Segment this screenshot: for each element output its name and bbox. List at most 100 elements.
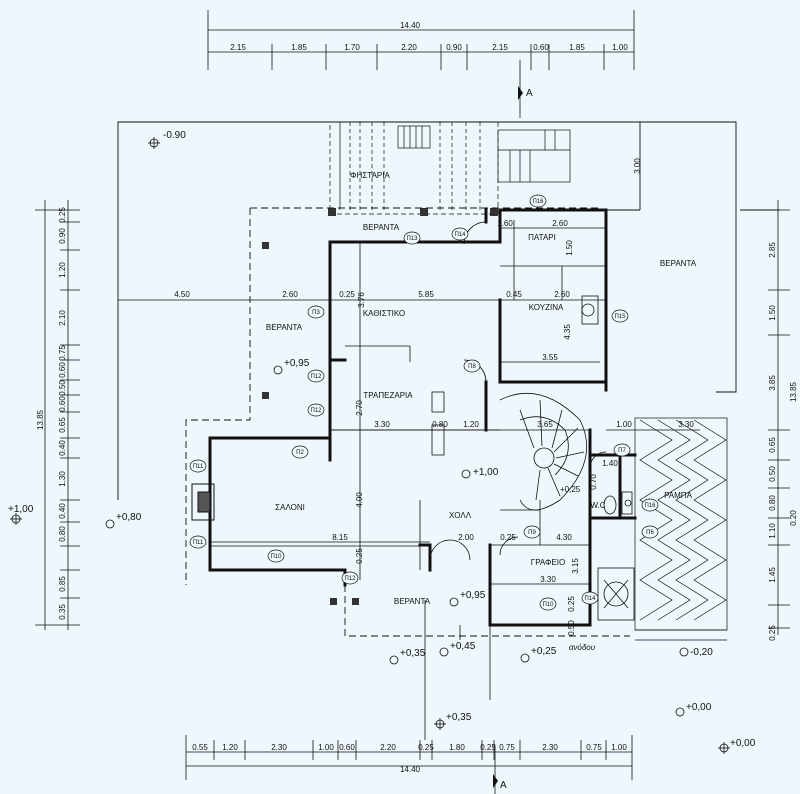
- section-marker-bottom: A: [493, 745, 507, 794]
- left-seg-dim: 0.60: [58, 396, 67, 412]
- interior-dim: 5.85: [418, 290, 434, 299]
- interior-dim: 3.30: [678, 420, 694, 429]
- bottom-seg-dim: 1.00: [318, 743, 334, 752]
- level-label: +0,00: [730, 738, 756, 749]
- right-seg-dim: 0.50: [768, 466, 777, 482]
- interior-dim: 0.80: [432, 420, 448, 429]
- interior-dim: 1.60: [497, 219, 513, 228]
- interior-dim: 3.15: [571, 558, 580, 574]
- left-seg-dim: 0.40: [58, 503, 67, 519]
- opening-tag: Π7: [618, 448, 626, 454]
- veranda-outline: [185, 207, 630, 637]
- level-label: +1,00: [8, 504, 34, 515]
- opening-tag: Π16: [644, 503, 656, 509]
- left-segment-labels: 0.25 0.90 1.20 2.10 0.75 0.60 0.50 0.60 …: [58, 207, 67, 620]
- top-total-dim: 14.40: [400, 21, 421, 30]
- left-total-dim: 13.85: [36, 409, 45, 430]
- room-veranta-front: ΒΕΡΑΝΤΑ: [394, 597, 431, 606]
- bottom-seg-dim: 2.20: [380, 743, 396, 752]
- right-segment-labels: 2.85 1.50 3.85 0.65 0.50 0.80 1.10 1.45 …: [768, 242, 798, 641]
- interior-dim: 3.30: [540, 575, 556, 584]
- opening-tags: [189, 194, 659, 611]
- room-labels: ΦΗΣΤΑΡΙΑ ΒΕΡΑΝΤΑ ΠΑΤΑΡΙ ΒΕΡΑΝΤΑ ΒΕΡΑΝΤΑ …: [266, 171, 697, 652]
- left-seg-dim: 0.75: [58, 345, 67, 361]
- interior-dim: 0.25: [500, 533, 516, 542]
- interior-dim: 4.30: [556, 533, 572, 542]
- interior-dim-lines: [118, 227, 700, 585]
- left-dimension-chain: [35, 200, 80, 630]
- top-seg-dim: 1.85: [569, 43, 585, 52]
- spiral-stair: [499, 393, 587, 511]
- fistaria-hatch: [329, 121, 571, 215]
- interior-dim: 4.00: [355, 492, 364, 508]
- opening-tag: Π8: [468, 364, 476, 370]
- interior-dim: 1.20: [463, 420, 479, 429]
- opening-tag: Π11: [193, 540, 204, 546]
- level-label: +0,35: [446, 712, 472, 723]
- level-label: +1,00: [473, 467, 499, 478]
- level-label: +0,95: [460, 590, 486, 601]
- bottom-seg-dim: 1.00: [611, 743, 627, 752]
- room-kouzina: ΚΟΥΖΙΝΑ: [529, 303, 564, 312]
- interior-dim: 3.30: [374, 420, 390, 429]
- interior-dim: 1.00: [616, 420, 632, 429]
- anodos-label: ανόδου: [569, 643, 596, 652]
- top-segment-labels: 2.15 1.85 1.70 2.20 0.90 2.15 0.60 1.85 …: [230, 43, 628, 52]
- interior-dim: 1.40: [602, 459, 618, 468]
- opening-tag: Π16: [532, 199, 544, 205]
- right-seg-dim: 0.25: [768, 625, 777, 641]
- interior-dim: 8.15: [332, 533, 348, 542]
- left-seg-dim: 1.20: [58, 262, 67, 278]
- top-seg-dim: 0.60: [533, 43, 549, 52]
- top-seg-dim: 1.00: [612, 43, 628, 52]
- left-seg-dim: 2.10: [58, 310, 67, 326]
- wc-fixtures: [581, 295, 633, 515]
- opening-tag: Π12: [310, 374, 322, 380]
- interior-dim: 2.60: [554, 290, 570, 299]
- level-label: +0,95: [284, 358, 310, 369]
- opening-tag: Π14: [584, 596, 596, 602]
- top-seg-dim: 0.90: [446, 43, 462, 52]
- bottom-seg-dim: 1.80: [449, 743, 465, 752]
- opening-tag: Π9: [528, 530, 536, 536]
- bottom-seg-dim: 0.75: [499, 743, 515, 752]
- bottom-seg-dim: 2.30: [271, 743, 287, 752]
- dining-furniture: [431, 391, 445, 456]
- right-seg-dim: 1.45: [768, 567, 777, 583]
- interior-dim: 4.35: [563, 324, 572, 340]
- bottom-seg-dim: 1.20: [222, 743, 238, 752]
- left-seg-dim: 0.40: [58, 440, 67, 456]
- room-veranta-left: ΒΕΡΑΝΤΑ: [266, 323, 303, 332]
- top-seg-dim: 1.85: [291, 43, 307, 52]
- right-total-dim: 13.85: [789, 381, 798, 402]
- room-xoll: ΧΟΛΛ: [449, 511, 472, 520]
- right-seg-dim: 2.85: [768, 242, 777, 258]
- room-veranta-right: ΒΕΡΑΝΤΑ: [660, 259, 697, 268]
- left-seg-dim: 0.65: [58, 417, 67, 433]
- room-veranta-top: ΒΕΡΑΝΤΑ: [363, 223, 400, 232]
- room-saloni: ΣΑΛΟΝΙ: [275, 503, 305, 512]
- top-seg-dim: 2.20: [401, 43, 417, 52]
- left-seg-dim: 0.50: [58, 380, 67, 396]
- bottom-dimension-chain: [185, 735, 633, 780]
- level-label: +0,45: [450, 641, 476, 652]
- interior-dim: 0.70: [589, 474, 598, 490]
- room-fistaria: ΦΗΣΤΑΡΙΑ: [350, 171, 390, 180]
- bottom-seg-dim: 0.75: [586, 743, 602, 752]
- left-seg-dim: 0.35: [58, 604, 67, 620]
- right-seg-dim: 1.50: [768, 305, 777, 321]
- room-kathistiko: ΚΑΘΙΣΤΙΚΟ: [363, 309, 405, 318]
- opening-tag: Π15: [614, 314, 626, 320]
- bottom-segment-labels: 0.55 1.20 2.30 1.00 0.60 2.20 0.25 1.80 …: [192, 743, 627, 752]
- level-label: +0,25: [560, 485, 581, 494]
- interior-dim: 2.60: [282, 290, 298, 299]
- right-extra-dim: 0.20: [789, 510, 798, 526]
- interior-dim: 1.50: [565, 240, 574, 256]
- opening-tag-labels: Π16 Π13 Π14 Π15 Π3 Π8 Π12 Π12 Π2 Π11 Π11…: [193, 199, 656, 608]
- bottom-seg-dim: 0.60: [339, 743, 355, 752]
- interior-dim-labels: 4.50 2.60 0.25 5.85 0.45 2.60 1.60 2.60 …: [174, 158, 694, 636]
- interior-dim: 2.00: [458, 533, 474, 542]
- level-label: +0,80: [116, 512, 142, 523]
- level-label: -0,20: [690, 647, 713, 658]
